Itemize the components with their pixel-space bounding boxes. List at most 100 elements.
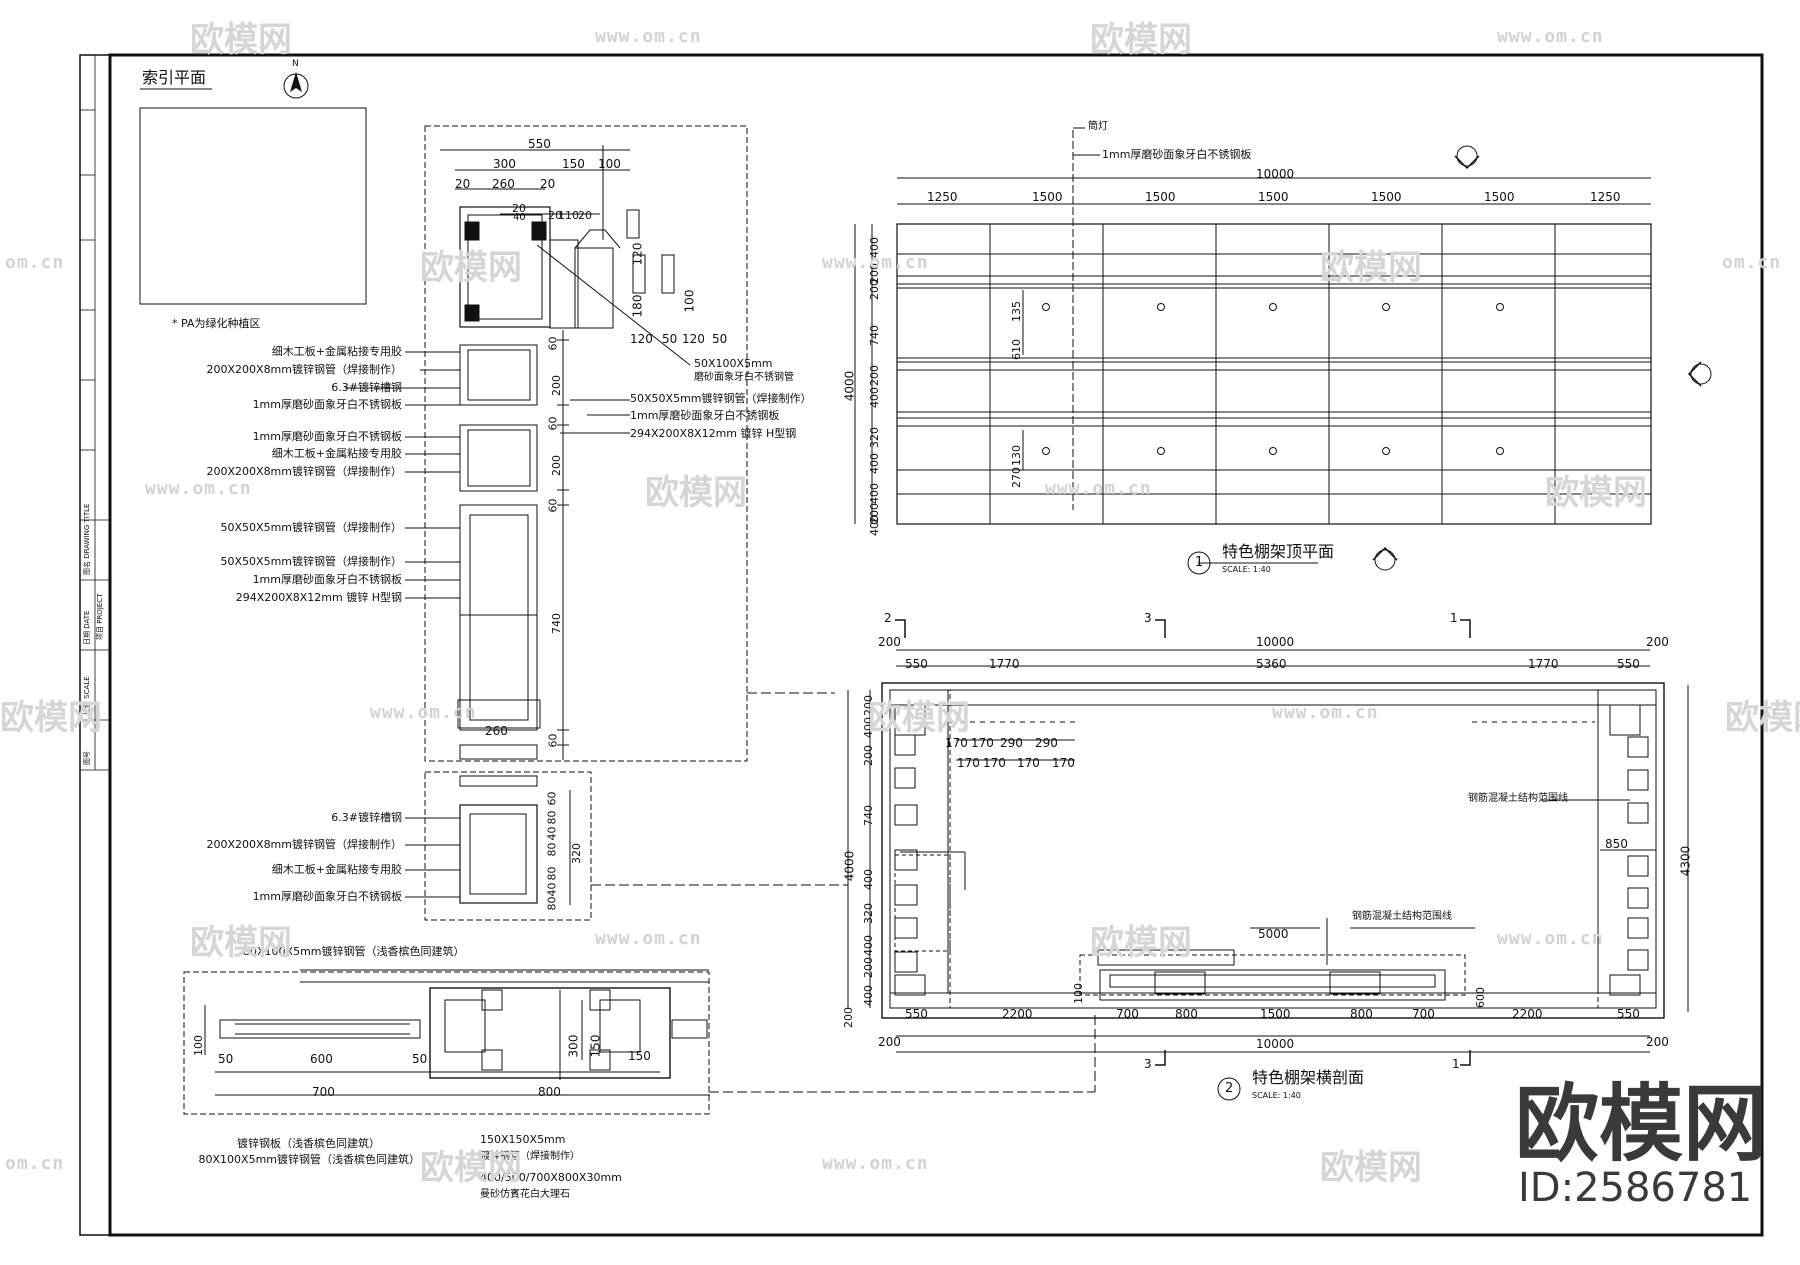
watermark-brand: 欧模网 <box>190 20 292 60</box>
dim-label: 110 <box>558 209 579 222</box>
title-block-text: 图号 <box>83 751 91 765</box>
dim-label: 80 <box>545 810 559 825</box>
dim-label: 4300 <box>1678 845 1693 877</box>
sheet-inner-frame <box>108 53 1764 1237</box>
dim-label: 610 <box>1010 339 1023 360</box>
material-label: 细木工板+金属粘接专用胶 <box>271 345 402 358</box>
section-marker-icon <box>1687 361 1712 387</box>
watermark-brand: 欧模网 <box>1545 473 1647 513</box>
dim-label: 1500 <box>1032 190 1063 204</box>
material-label: 6.3#镀锌槽钢 <box>331 811 402 824</box>
material-label: 50X50X5mm镀锌钢管（焊接制作） <box>220 521 403 534</box>
dim-label: 170 <box>945 736 968 750</box>
dim-label: 130 <box>1010 445 1023 466</box>
material-label: 200X200X8mm镀锌钢管（焊接制作） <box>206 465 403 478</box>
dim-label: 50 <box>712 332 728 346</box>
section-mark-label: 1 <box>1452 1057 1460 1071</box>
dim-label: 800 <box>538 1085 561 1099</box>
dim-label: 20 <box>455 177 471 191</box>
watermark-id: ID:2586781 <box>1518 1165 1753 1211</box>
cross-section <box>847 619 1689 1066</box>
dim-label: 550 <box>528 137 551 151</box>
dim-label: 80 <box>545 866 559 881</box>
material-label: 150X150X5mm <box>480 1133 566 1146</box>
dim-label: 100 <box>682 289 697 313</box>
dim-label: 260 <box>485 724 508 738</box>
dim-label: 300 <box>493 157 516 171</box>
dim-label: 200 <box>878 1035 901 1049</box>
dim-label: 170 <box>983 756 1006 770</box>
dim-label: 740 <box>868 325 881 346</box>
watermark-url: www.om.cn <box>145 478 252 499</box>
dim-label: 550 <box>905 657 928 671</box>
dim-label: 1500 <box>1145 190 1176 204</box>
material-label: 1mm厚磨砂面象牙白不锈钢板 <box>252 573 402 586</box>
dim-label: 60 <box>546 498 560 513</box>
dim-label: 1500 <box>1484 190 1515 204</box>
callout-label: 筒灯 <box>1088 121 1108 132</box>
dim-label: 320 <box>570 843 583 864</box>
dim-label: 800 <box>1175 1007 1198 1021</box>
drawing-title: 特色棚架横剖面 <box>1252 1068 1365 1087</box>
watermark-brand: 欧模网 <box>420 1148 522 1188</box>
dim-label: 100 <box>598 157 621 171</box>
dim-label: 740 <box>550 613 563 634</box>
watermark-url: www.om.cn <box>822 252 929 273</box>
dim-label: 50 <box>218 1052 234 1066</box>
bottom-dashed-frame <box>183 971 710 1115</box>
dim-label: 20 <box>578 209 592 222</box>
dim-label: 1500 <box>1260 1007 1291 1021</box>
watermark-url: www.om.cn <box>595 928 702 949</box>
material-label: 细木工板+金属粘接专用胶 <box>271 863 402 876</box>
dim-label: 150 <box>628 1049 651 1063</box>
dim-label: 740 <box>862 805 875 826</box>
section-marker-icon <box>1454 145 1480 170</box>
watermark-brand: 欧模网 <box>645 473 747 513</box>
dim-label: 300 <box>566 1034 581 1058</box>
dim-label: 60 <box>546 416 560 431</box>
material-label: 镀锌钢管（焊接制作） <box>480 1151 580 1162</box>
watermark-brand: 欧模网 <box>0 698 102 738</box>
dim-label: 170 <box>1017 756 1040 770</box>
material-label: 400/500/700X800X30mm <box>480 1171 622 1184</box>
note-label: 钢筋混凝土结构范围线 <box>1468 793 1568 804</box>
drawing-title: 特色棚架顶平面 <box>1222 542 1335 561</box>
dim-label: 400 <box>868 453 881 474</box>
dim-label: 80 <box>545 842 559 857</box>
dim-label: 1250 <box>927 190 958 204</box>
watermark-brand-large: 欧模网 <box>1515 1075 1768 1173</box>
dim-label: 40 <box>513 212 526 223</box>
dim-label: 150 <box>562 157 585 171</box>
dim-label: 170 <box>971 736 994 750</box>
material-label: 50X100X5mm <box>694 357 773 370</box>
watermark-brand: 欧模网 <box>1320 248 1422 288</box>
dim-label: 50 <box>412 1052 428 1066</box>
material-label: 50X50X5mm镀锌钢管（焊接制作） <box>220 555 403 568</box>
dim-label: 200 <box>868 279 881 300</box>
dim-label: 80 <box>545 896 559 911</box>
material-label: 80X100X5mm镀锌钢管（浅香槟色同建筑） <box>198 1153 421 1166</box>
dim-label: 200 <box>868 365 881 386</box>
dim-label: 120 <box>630 242 645 266</box>
dim-label: 10000 <box>1256 167 1295 181</box>
dim-label: 550 <box>905 1007 928 1021</box>
material-label: 1mm厚磨砂面象牙白不锈钢板 <box>630 409 780 422</box>
dim-label: 20 <box>548 209 562 222</box>
material-label: 6.3#镀锌槽钢 <box>331 381 402 394</box>
roof-plan-outline <box>896 223 1652 525</box>
dim-label: 20 <box>540 177 556 191</box>
dim-label: 180 <box>630 294 645 318</box>
dim-label: 50 <box>662 332 678 346</box>
dim-label: 270 <box>1010 467 1023 488</box>
dim-label: 800 <box>1350 1007 1373 1021</box>
watermark-brand: 欧模网 <box>1320 1148 1422 1188</box>
drawing-number-circle <box>1187 551 1211 575</box>
dim-label: 1500 <box>1371 190 1402 204</box>
dim-label: 200 <box>862 745 875 766</box>
dim-label: 100 <box>1072 983 1085 1004</box>
dim-label: 120 <box>630 332 653 346</box>
dim-label: 20 <box>512 202 526 215</box>
dim-label: 290 <box>1035 736 1058 750</box>
drawing-number: 1 <box>1195 555 1204 570</box>
